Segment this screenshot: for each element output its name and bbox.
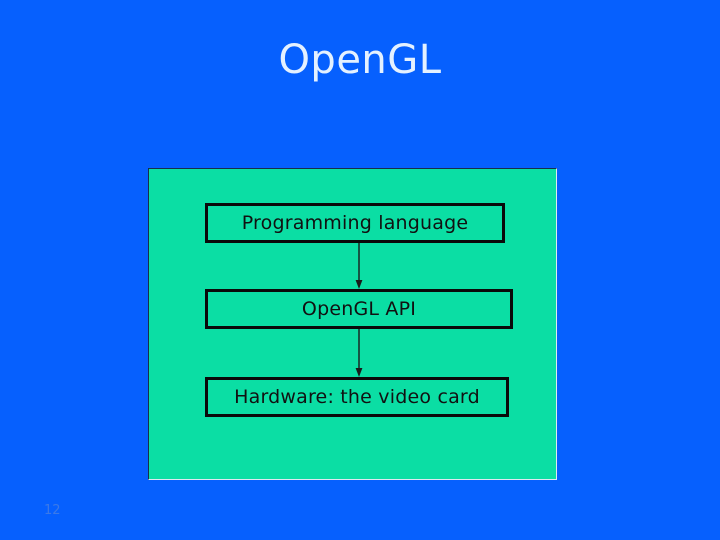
flow-box-opengl-api: OpenGL API xyxy=(205,289,513,329)
flow-diagram: Programming language OpenGL API Hardware… xyxy=(149,169,556,479)
arrow-down-icon xyxy=(353,329,365,377)
page-title: OpenGL xyxy=(278,37,442,83)
diagram-panel: Programming language OpenGL API Hardware… xyxy=(148,168,557,480)
arrow-down-icon xyxy=(353,243,365,289)
flow-box-programming-language: Programming language xyxy=(205,203,505,243)
flow-box-hardware-video-card: Hardware: the video card xyxy=(205,377,509,417)
page-number: 12 xyxy=(44,503,61,518)
